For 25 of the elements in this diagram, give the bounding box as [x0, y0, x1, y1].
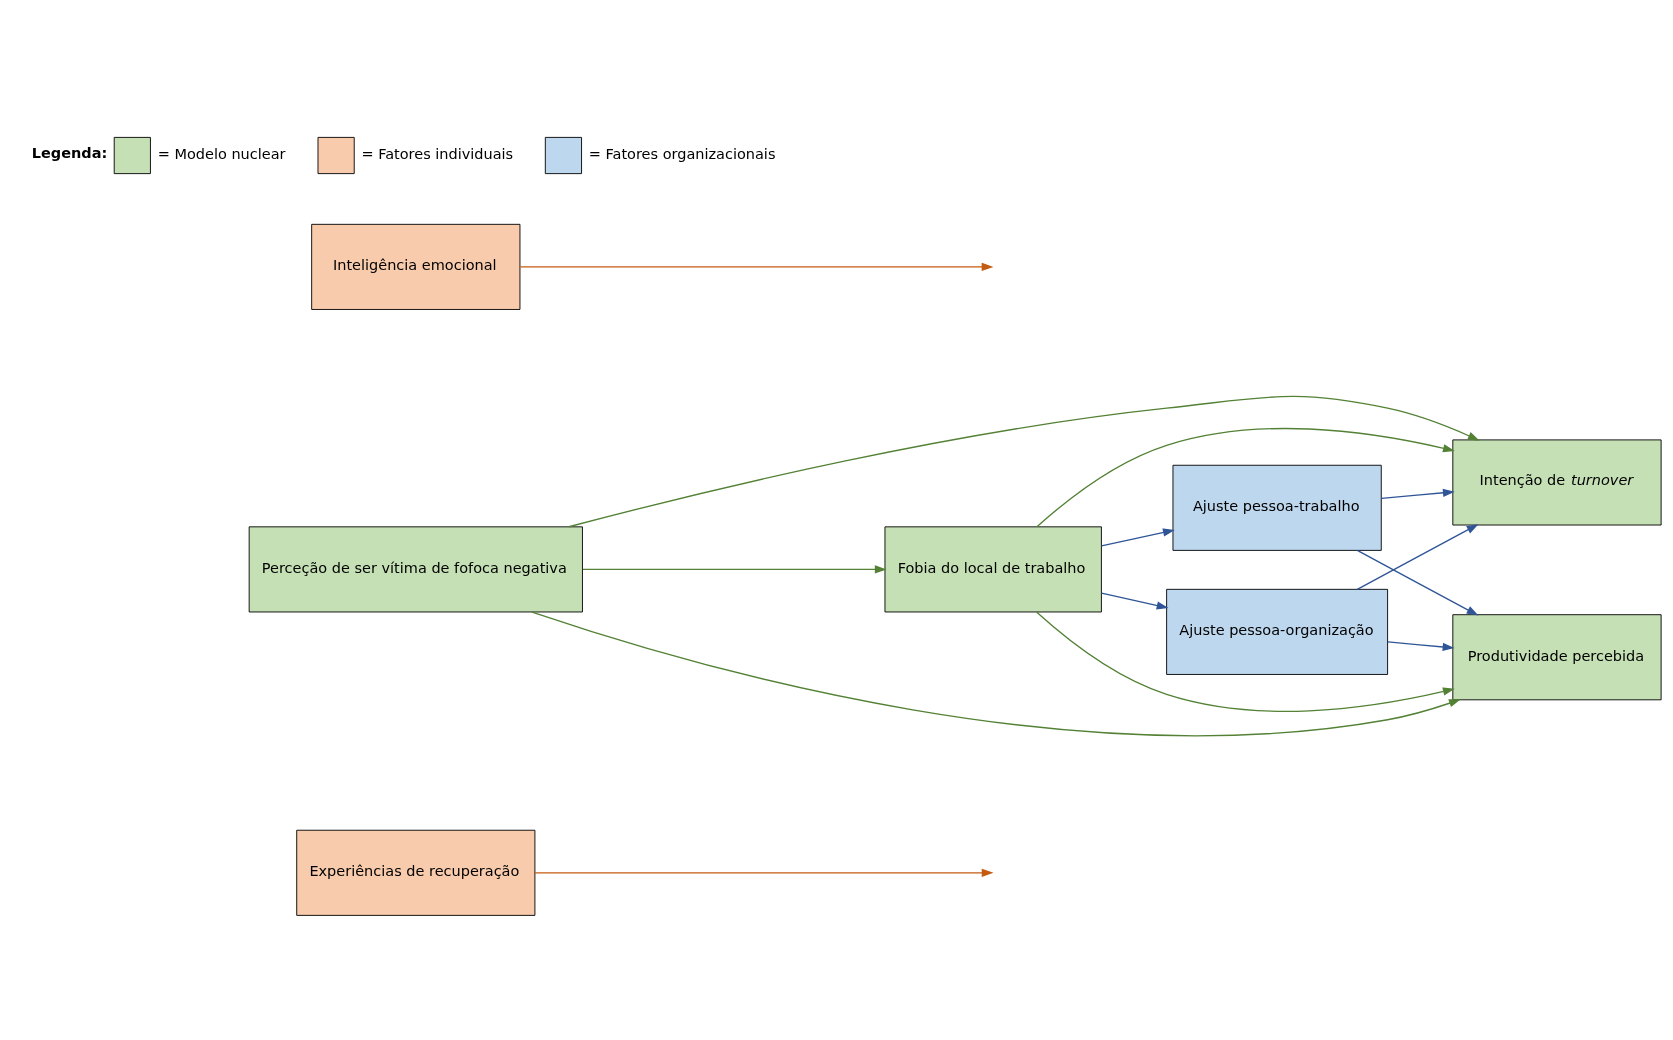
node-box: Experiências de recuperação — [296, 829, 536, 916]
arrow — [582, 564, 887, 574]
legend-label: = Fatores individuais — [361, 145, 514, 162]
node-box: Ajuste pessoa-trabalho — [1172, 464, 1382, 551]
arrow — [1100, 527, 1175, 547]
arrow — [1380, 488, 1455, 499]
arrow — [1387, 640, 1455, 651]
node-box: Fobia do local de trabalho — [884, 525, 1102, 612]
node-box: Perceção de ser vítima de fofoca negativa — [248, 525, 583, 612]
arrow — [1035, 610, 1455, 712]
arrow — [1356, 549, 1479, 616]
legend-label: = Modelo nuclear — [157, 145, 286, 162]
node-box: Intenção de turnover — [1452, 438, 1662, 525]
arrow — [1100, 592, 1169, 609]
node-box: Produtividade percebida — [1452, 613, 1662, 700]
arrow — [531, 610, 1461, 736]
arrow — [519, 262, 994, 271]
arrow — [1036, 427, 1455, 527]
label: Legenda: — [31, 144, 108, 161]
legend-label: = Fatores organizacionais — [588, 145, 776, 162]
arrow — [534, 868, 994, 877]
arrow — [1356, 523, 1479, 590]
node-box: Ajuste pessoa-organização — [1166, 588, 1389, 675]
node-box: Inteligência emocional — [311, 223, 521, 310]
arrow — [568, 395, 1480, 527]
